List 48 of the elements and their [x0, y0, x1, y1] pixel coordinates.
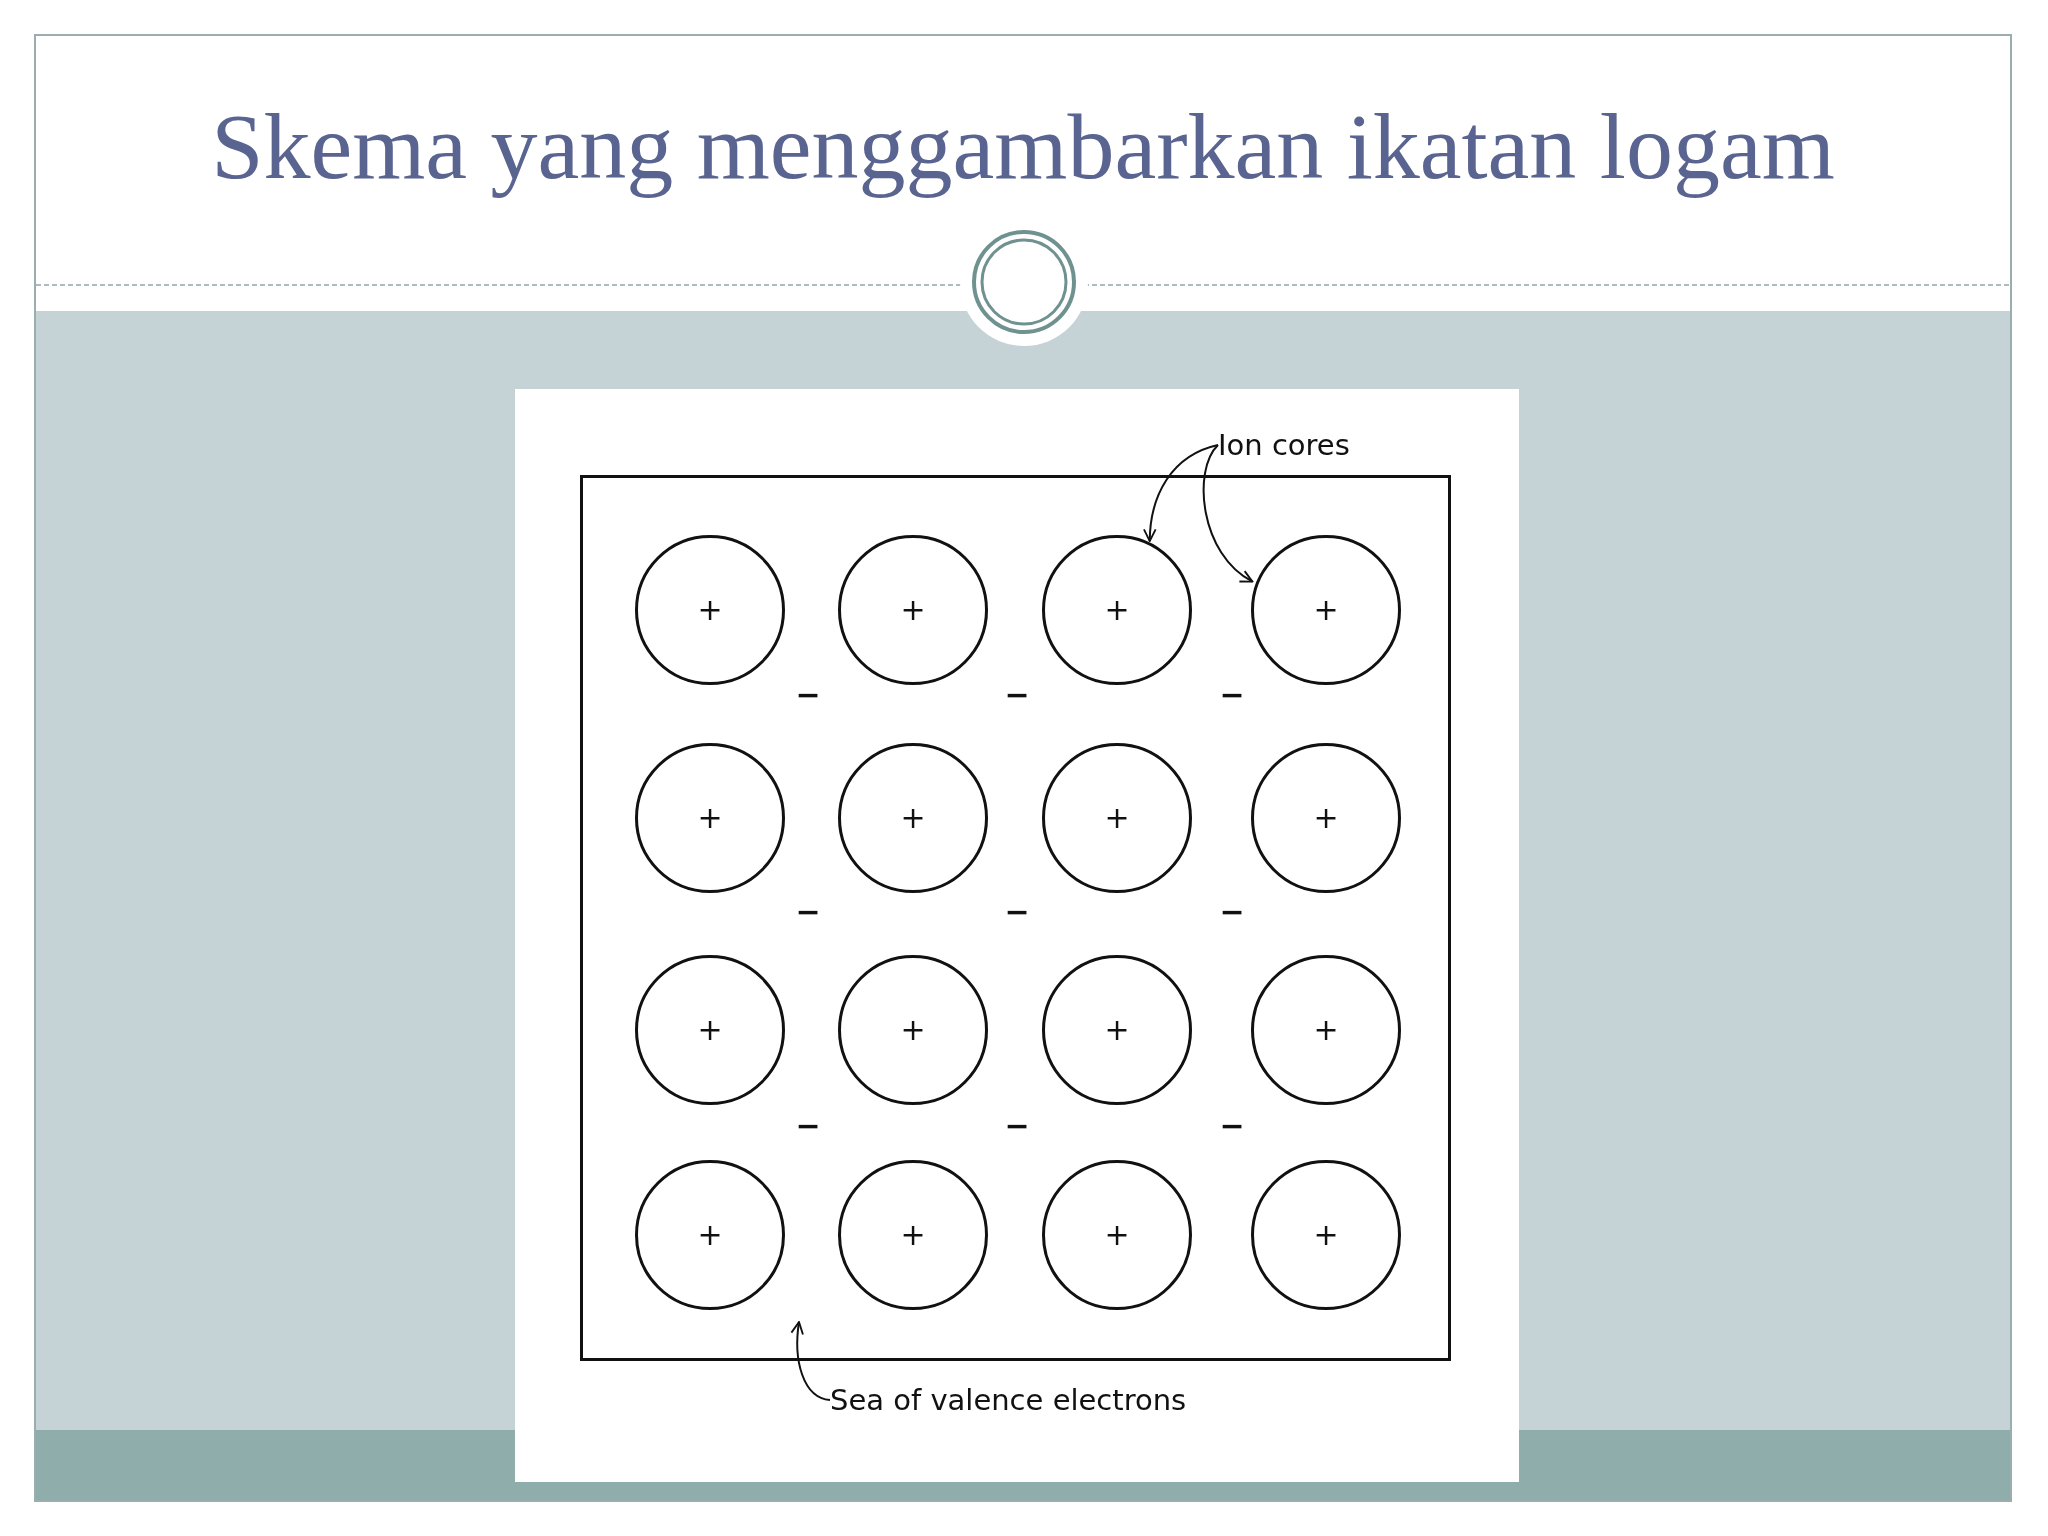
electron-sign: − [795, 897, 821, 927]
ion-core-circle [1251, 535, 1401, 685]
charge-sign: + [1104, 1015, 1130, 1045]
charge-sign: + [1104, 1220, 1130, 1250]
electron-sign: − [1004, 1111, 1030, 1141]
charge-sign: + [1313, 595, 1339, 625]
electron-sign: − [1219, 897, 1245, 927]
ion-core-circle [838, 1160, 988, 1310]
caption-text: Sea of valence electrons [830, 1378, 1250, 1422]
ion-core-circle [838, 743, 988, 893]
slide-title: Skema yang menggambarkan ikatan logam [210, 93, 1836, 200]
arrow [1143, 444, 1219, 543]
ion-core-circle [1251, 1160, 1401, 1310]
ion-core-circle [635, 743, 785, 893]
charge-sign: + [900, 1220, 926, 1250]
ion-core-circle [838, 535, 988, 685]
electron-sign: − [1004, 680, 1030, 710]
charge-sign: + [697, 803, 723, 833]
charge-sign: + [1313, 803, 1339, 833]
ion-core-circle [635, 535, 785, 685]
charge-sign: + [900, 595, 926, 625]
ion-core-circle [635, 1160, 785, 1310]
ion-core-circle [1042, 535, 1192, 685]
ion-core-circle [1251, 955, 1401, 1105]
electron-sign: − [1004, 897, 1030, 927]
charge-sign: + [1313, 1220, 1339, 1250]
sea-region-box [580, 475, 1451, 1361]
ion-core-circle [838, 955, 988, 1105]
arrow [790, 1321, 831, 1401]
ion-core-circle [1042, 1160, 1192, 1310]
ion-core-circle [635, 955, 785, 1105]
electron-sign: − [795, 1111, 821, 1141]
charge-sign: + [697, 595, 723, 625]
electron-sign: − [795, 680, 821, 710]
charge-sign: + [900, 803, 926, 833]
ion-core-circle [1042, 743, 1192, 893]
charge-sign: + [1104, 595, 1130, 625]
electron-sign: − [1219, 1111, 1245, 1141]
charge-sign: + [1313, 1015, 1339, 1045]
ion-core-circle [1251, 743, 1401, 893]
charge-sign: + [697, 1220, 723, 1250]
charge-sign: + [900, 1015, 926, 1045]
electron-sign: − [1219, 680, 1245, 710]
caption-text: Ion cores [1218, 423, 1388, 467]
charge-sign: + [1104, 803, 1130, 833]
charge-sign: + [697, 1015, 723, 1045]
arrow [1202, 444, 1254, 583]
ion-core-circle [1042, 955, 1192, 1105]
